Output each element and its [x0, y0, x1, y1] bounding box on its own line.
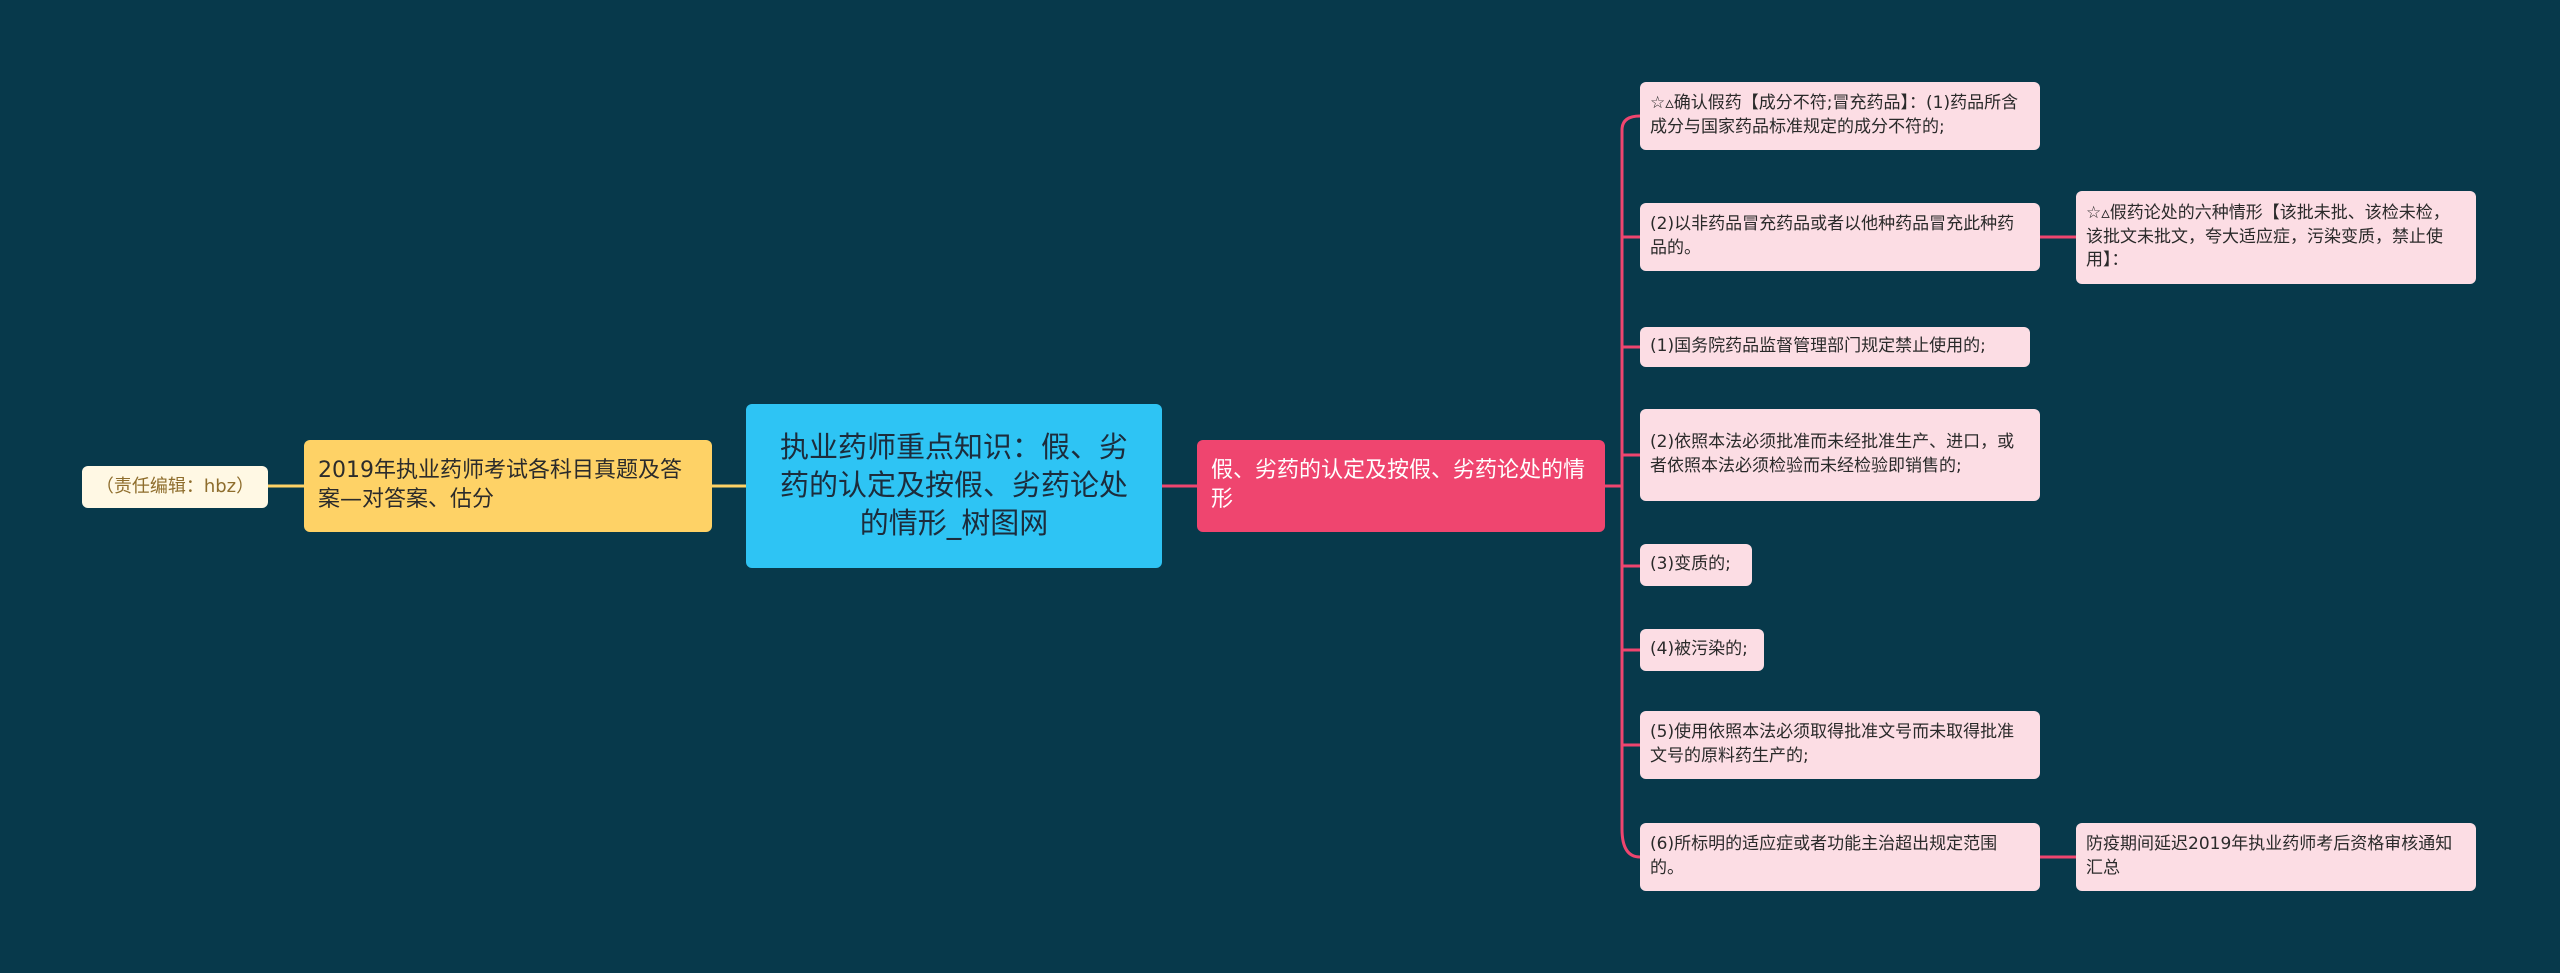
- leaf-node-8-child[interactable]: 防疫期间延迟2019年执业药师考后资格审核通知汇总: [2076, 823, 2476, 891]
- leaf-node-3-text: (1)国务院药品监督管理部门规定禁止使用的;: [1650, 336, 1986, 357]
- leaf-node-6[interactable]: (4)被污染的;: [1640, 629, 1764, 671]
- leaf-node-4-text: (2)依照本法必须批准而未经批准生产、进口，或者依照本法必须检验而未经检验即销售…: [1650, 432, 2015, 476]
- leaf-node-1[interactable]: ☆▵确认假药【成分不符;冒充药品】：(1)药品所含成分与国家药品标准规定的成分不…: [1640, 82, 2040, 150]
- leaf-node-2-child[interactable]: ☆▵假药论处的六种情形【该批未批、该检未检，该批文未批文，夸大适应症，污染变质，…: [2076, 191, 2476, 284]
- leaf-node-7-text: (5)使用依照本法必须取得批准文号而未取得批准文号的原料药生产的;: [1650, 722, 2015, 766]
- leaf-node-2-text: (2)以非药品冒充药品或者以他种药品冒充此种药品的。: [1650, 214, 2015, 258]
- leaf-node-2-child-text: ☆▵假药论处的六种情形【该批未批、该检未检，该批文未批文，夸大适应症，污染变质，…: [2086, 202, 2450, 271]
- leaf-node-5-text: (3)变质的;: [1650, 554, 1731, 575]
- link-right-trunk: [1605, 130, 1624, 829]
- left-branch-text: 2019年执业药师考试各科目真题及答案—对答案、估分: [318, 458, 682, 512]
- leaf-node-4[interactable]: (2)依照本法必须批准而未经批准生产、进口，或者依照本法必须检验而未经检验即销售…: [1640, 409, 2040, 501]
- leaf-node-2[interactable]: (2)以非药品冒充药品或者以他种药品冒充此种药品的。: [1640, 203, 2040, 271]
- leaf-node-6-text: (4)被污染的;: [1650, 639, 1748, 660]
- leaf-node-5[interactable]: (3)变质的;: [1640, 544, 1752, 586]
- leaf-node-3[interactable]: (1)国务院药品监督管理部门规定禁止使用的;: [1640, 327, 2030, 367]
- editor-note-node[interactable]: （责任编辑：hbz）: [82, 466, 268, 508]
- link-leaf-8: [1620, 828, 1641, 859]
- leaf-node-7[interactable]: (5)使用依照本法必须取得批准文号而未取得批准文号的原料药生产的;: [1640, 711, 2040, 779]
- leaf-node-8-text: (6)所标明的适应症或者功能主治超出规定范围的。: [1650, 834, 1998, 878]
- left-branch-node[interactable]: 2019年执业药师考试各科目真题及答案—对答案、估分: [304, 440, 712, 532]
- editor-note-text: （责任编辑：hbz）: [95, 476, 255, 498]
- leaf-node-1-text: ☆▵确认假药【成分不符;冒充药品】：(1)药品所含成分与国家药品标准规定的成分不…: [1650, 93, 2019, 137]
- root-node-text: 执业药师重点知识：假、劣药的认定及按假、劣药论处的情形_树图网: [779, 430, 1128, 540]
- root-node[interactable]: 执业药师重点知识：假、劣药的认定及按假、劣药论处的情形_树图网: [746, 404, 1162, 568]
- right-branch-node[interactable]: 假、劣药的认定及按假、劣药论处的情形: [1197, 440, 1605, 532]
- leaf-node-8-child-text: 防疫期间延迟2019年执业药师考后资格审核通知汇总: [2086, 834, 2453, 878]
- link-leaf-1: [1620, 114, 1641, 131]
- leaf-node-8[interactable]: (6)所标明的适应症或者功能主治超出规定范围的。: [1640, 823, 2040, 891]
- right-branch-text: 假、劣药的认定及按假、劣药论处的情形: [1211, 458, 1586, 512]
